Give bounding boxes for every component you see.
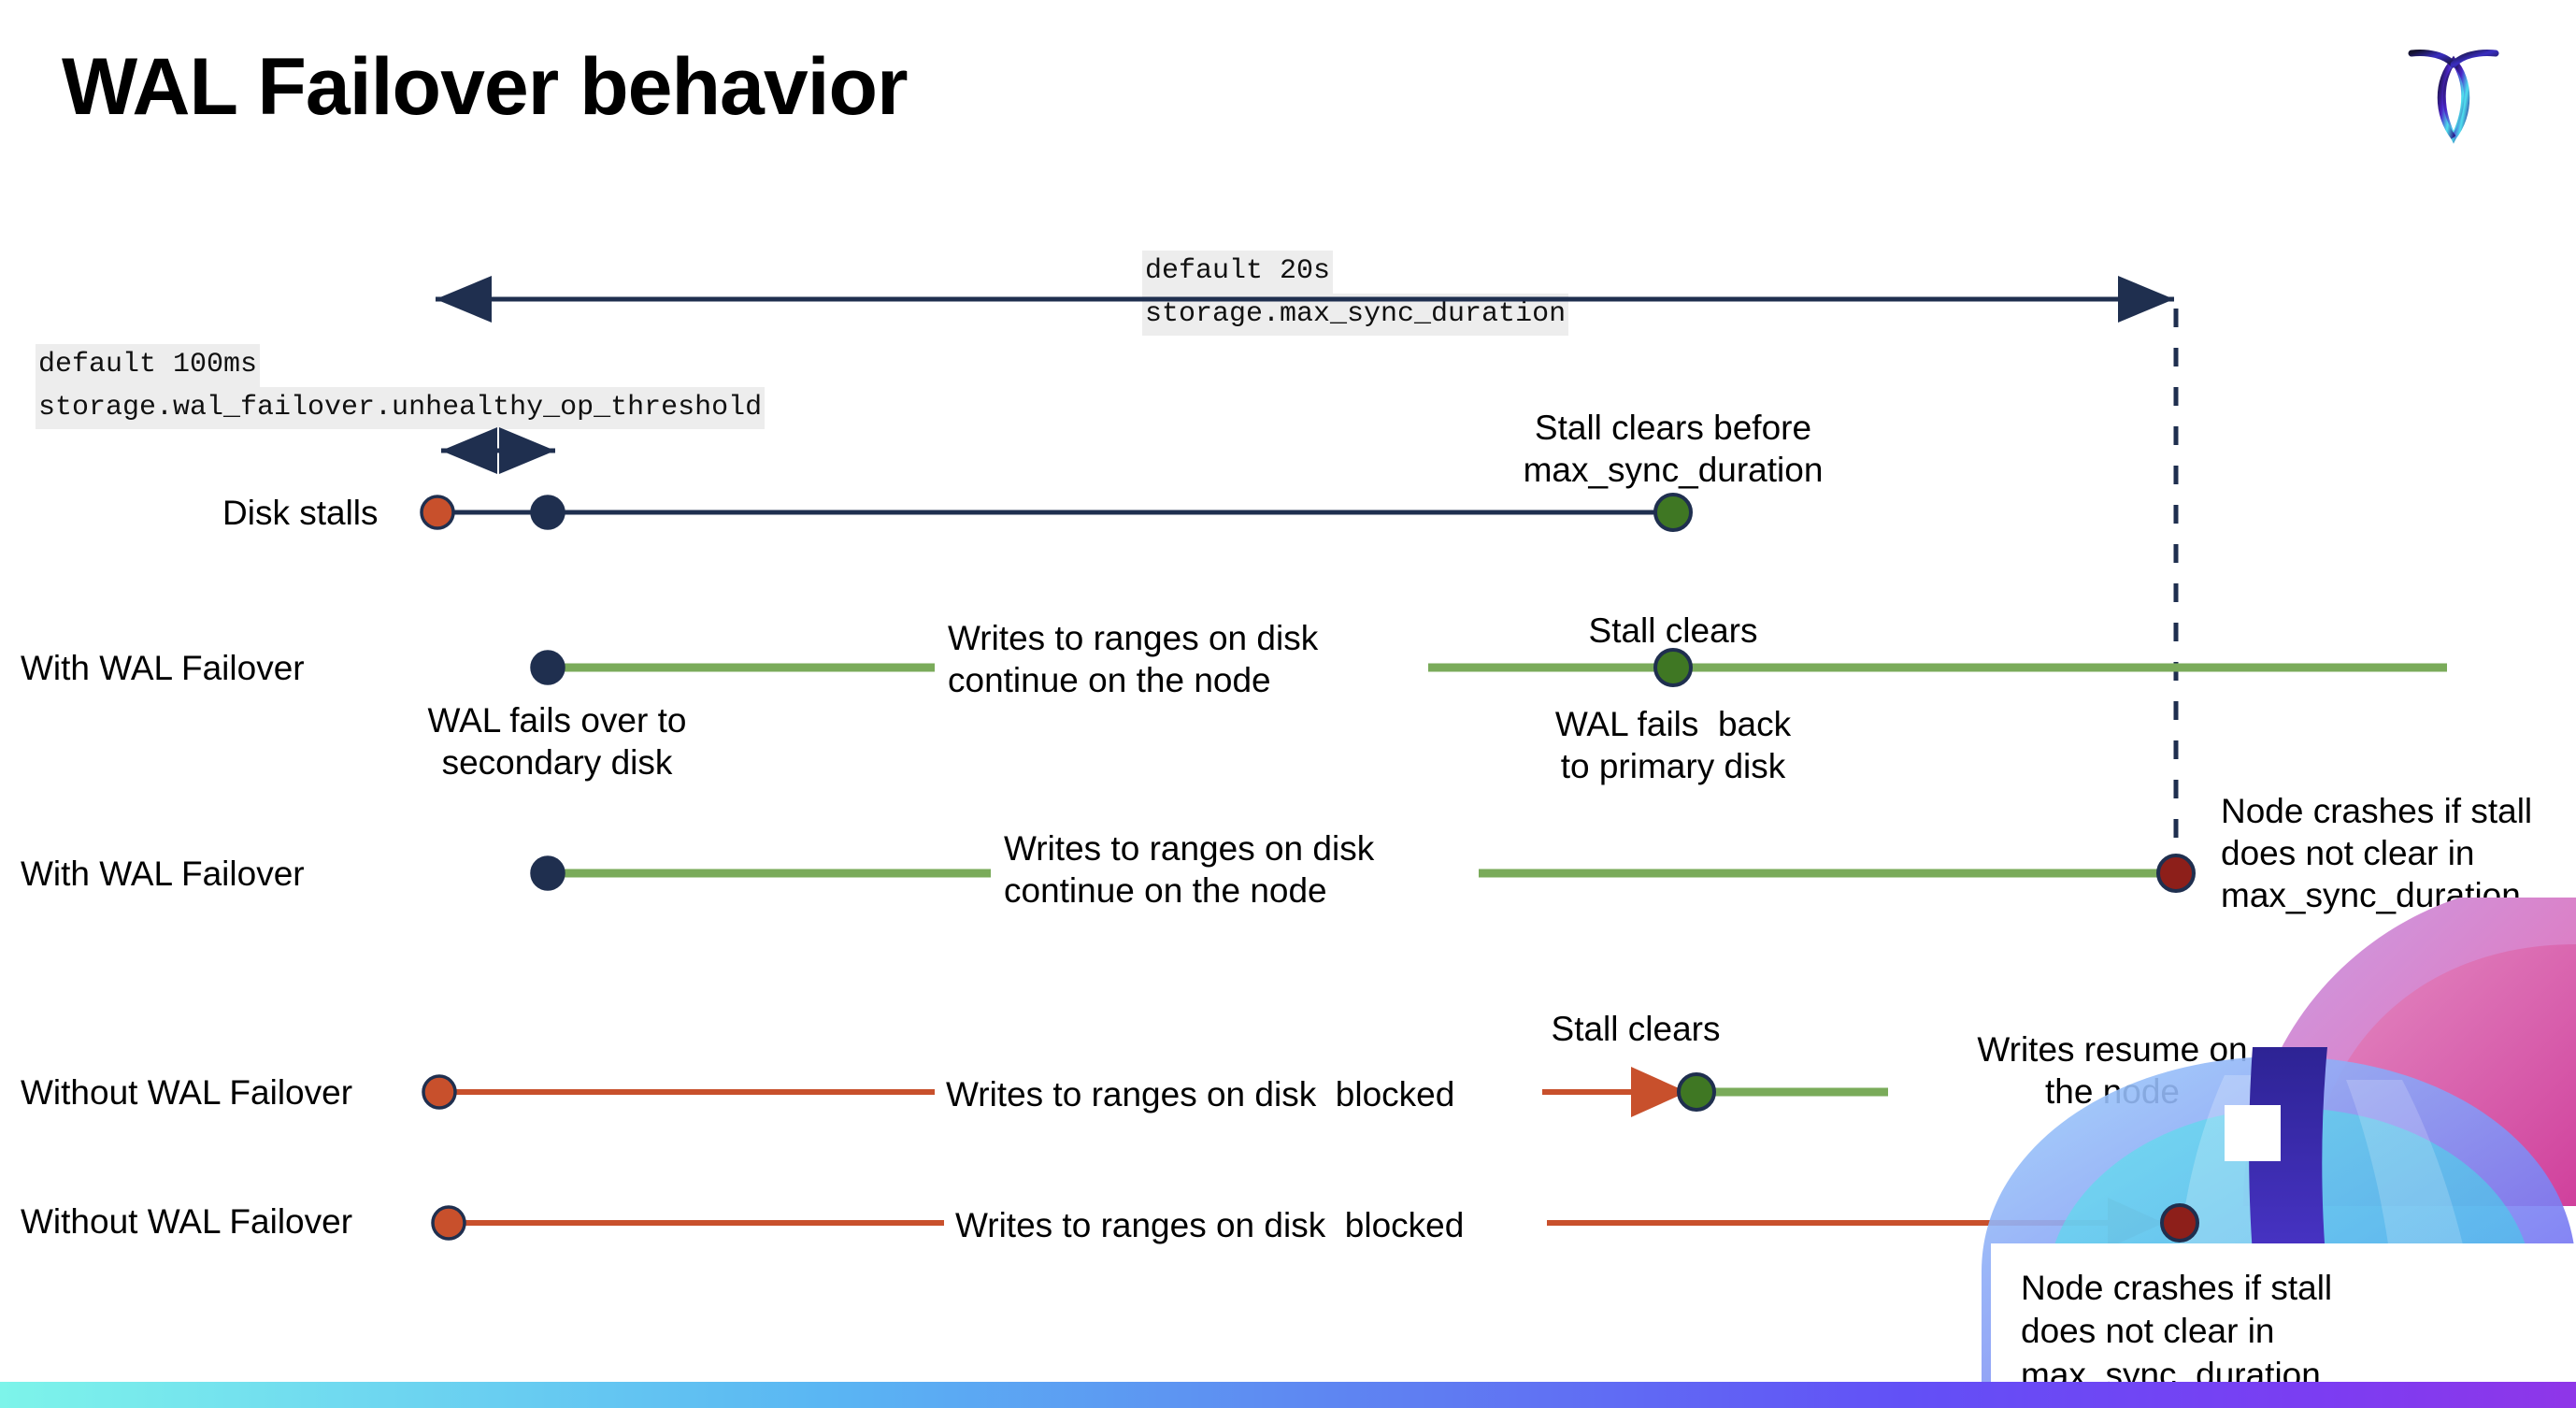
dot-node-crash-row3 — [2156, 854, 2196, 893]
row-label-with-wal-failover-1: With WAL Failover — [21, 649, 305, 687]
timeline-row-disk-stalls — [420, 493, 1693, 532]
callout-wal-fails-over: WAL fails over to secondary disk — [427, 701, 687, 783]
dot-stall-clears-row2 — [1653, 648, 1693, 687]
timeline-row-with-failover-crashes — [530, 854, 2196, 893]
row-label-with-wal-failover-2: With WAL Failover — [21, 855, 305, 893]
row-label-without-wal-failover-2: Without WAL Failover — [21, 1202, 353, 1241]
callout-node-crashes-2: Node crashes if stall does not clear in … — [2021, 1269, 2333, 1394]
callout-stall-clears-3: Stall clears — [1551, 1010, 1721, 1048]
page-title: WAL Failover behavior — [62, 42, 909, 132]
cockroachdb-logo — [2393, 33, 2514, 154]
dot-wal-failover-start-row3 — [530, 855, 565, 891]
annotation-unhealthy-default: default 100ms — [36, 344, 261, 387]
annotation-unhealthy-op-threshold: default 100ms storage.wal_failover.unhea… — [36, 344, 766, 429]
callout-writes-continue-1: Writes to ranges on disk continue on the… — [948, 619, 1319, 700]
row-label-disk-stalls: Disk stalls — [222, 494, 379, 532]
row-label-without-wal-failover-1: Without WAL Failover — [21, 1073, 353, 1112]
annotation-unhealthy-setting: storage.wal_failover.unhealthy_op_thresh… — [36, 386, 766, 429]
dot-stall-start-row5 — [431, 1205, 466, 1241]
callout-wal-fails-back: WAL fails back to primary disk — [1554, 705, 1792, 786]
callout-writes-blocked-1: Writes to ranges on disk blocked — [946, 1075, 1455, 1113]
callout-node-crashes-1: Node crashes if stall does not clear in … — [2221, 792, 2533, 915]
dot-wal-failover-start — [530, 650, 565, 685]
dot-failover-trigger — [530, 495, 565, 530]
dot-stall-clears-row4 — [1677, 1072, 1716, 1112]
dot-stall-start — [420, 495, 455, 530]
timeline-row-with-failover-recovers — [530, 648, 2447, 687]
callout-stall-clears-before: Stall clears before max_sync_duration — [1523, 409, 1824, 490]
bottom-gradient-strip — [0, 1382, 2576, 1408]
dot-stall-start-row4 — [422, 1074, 457, 1110]
callout-writes-continue-2: Writes to ranges on disk continue on the… — [1004, 829, 1375, 911]
callout-writes-blocked-2: Writes to ranges on disk blocked — [955, 1206, 1465, 1244]
callout-stall-clears-2: Stall clears — [1588, 611, 1758, 650]
node-crashes-2-backdrop — [1991, 1243, 2576, 1408]
dot-stall-clears — [1653, 493, 1693, 532]
